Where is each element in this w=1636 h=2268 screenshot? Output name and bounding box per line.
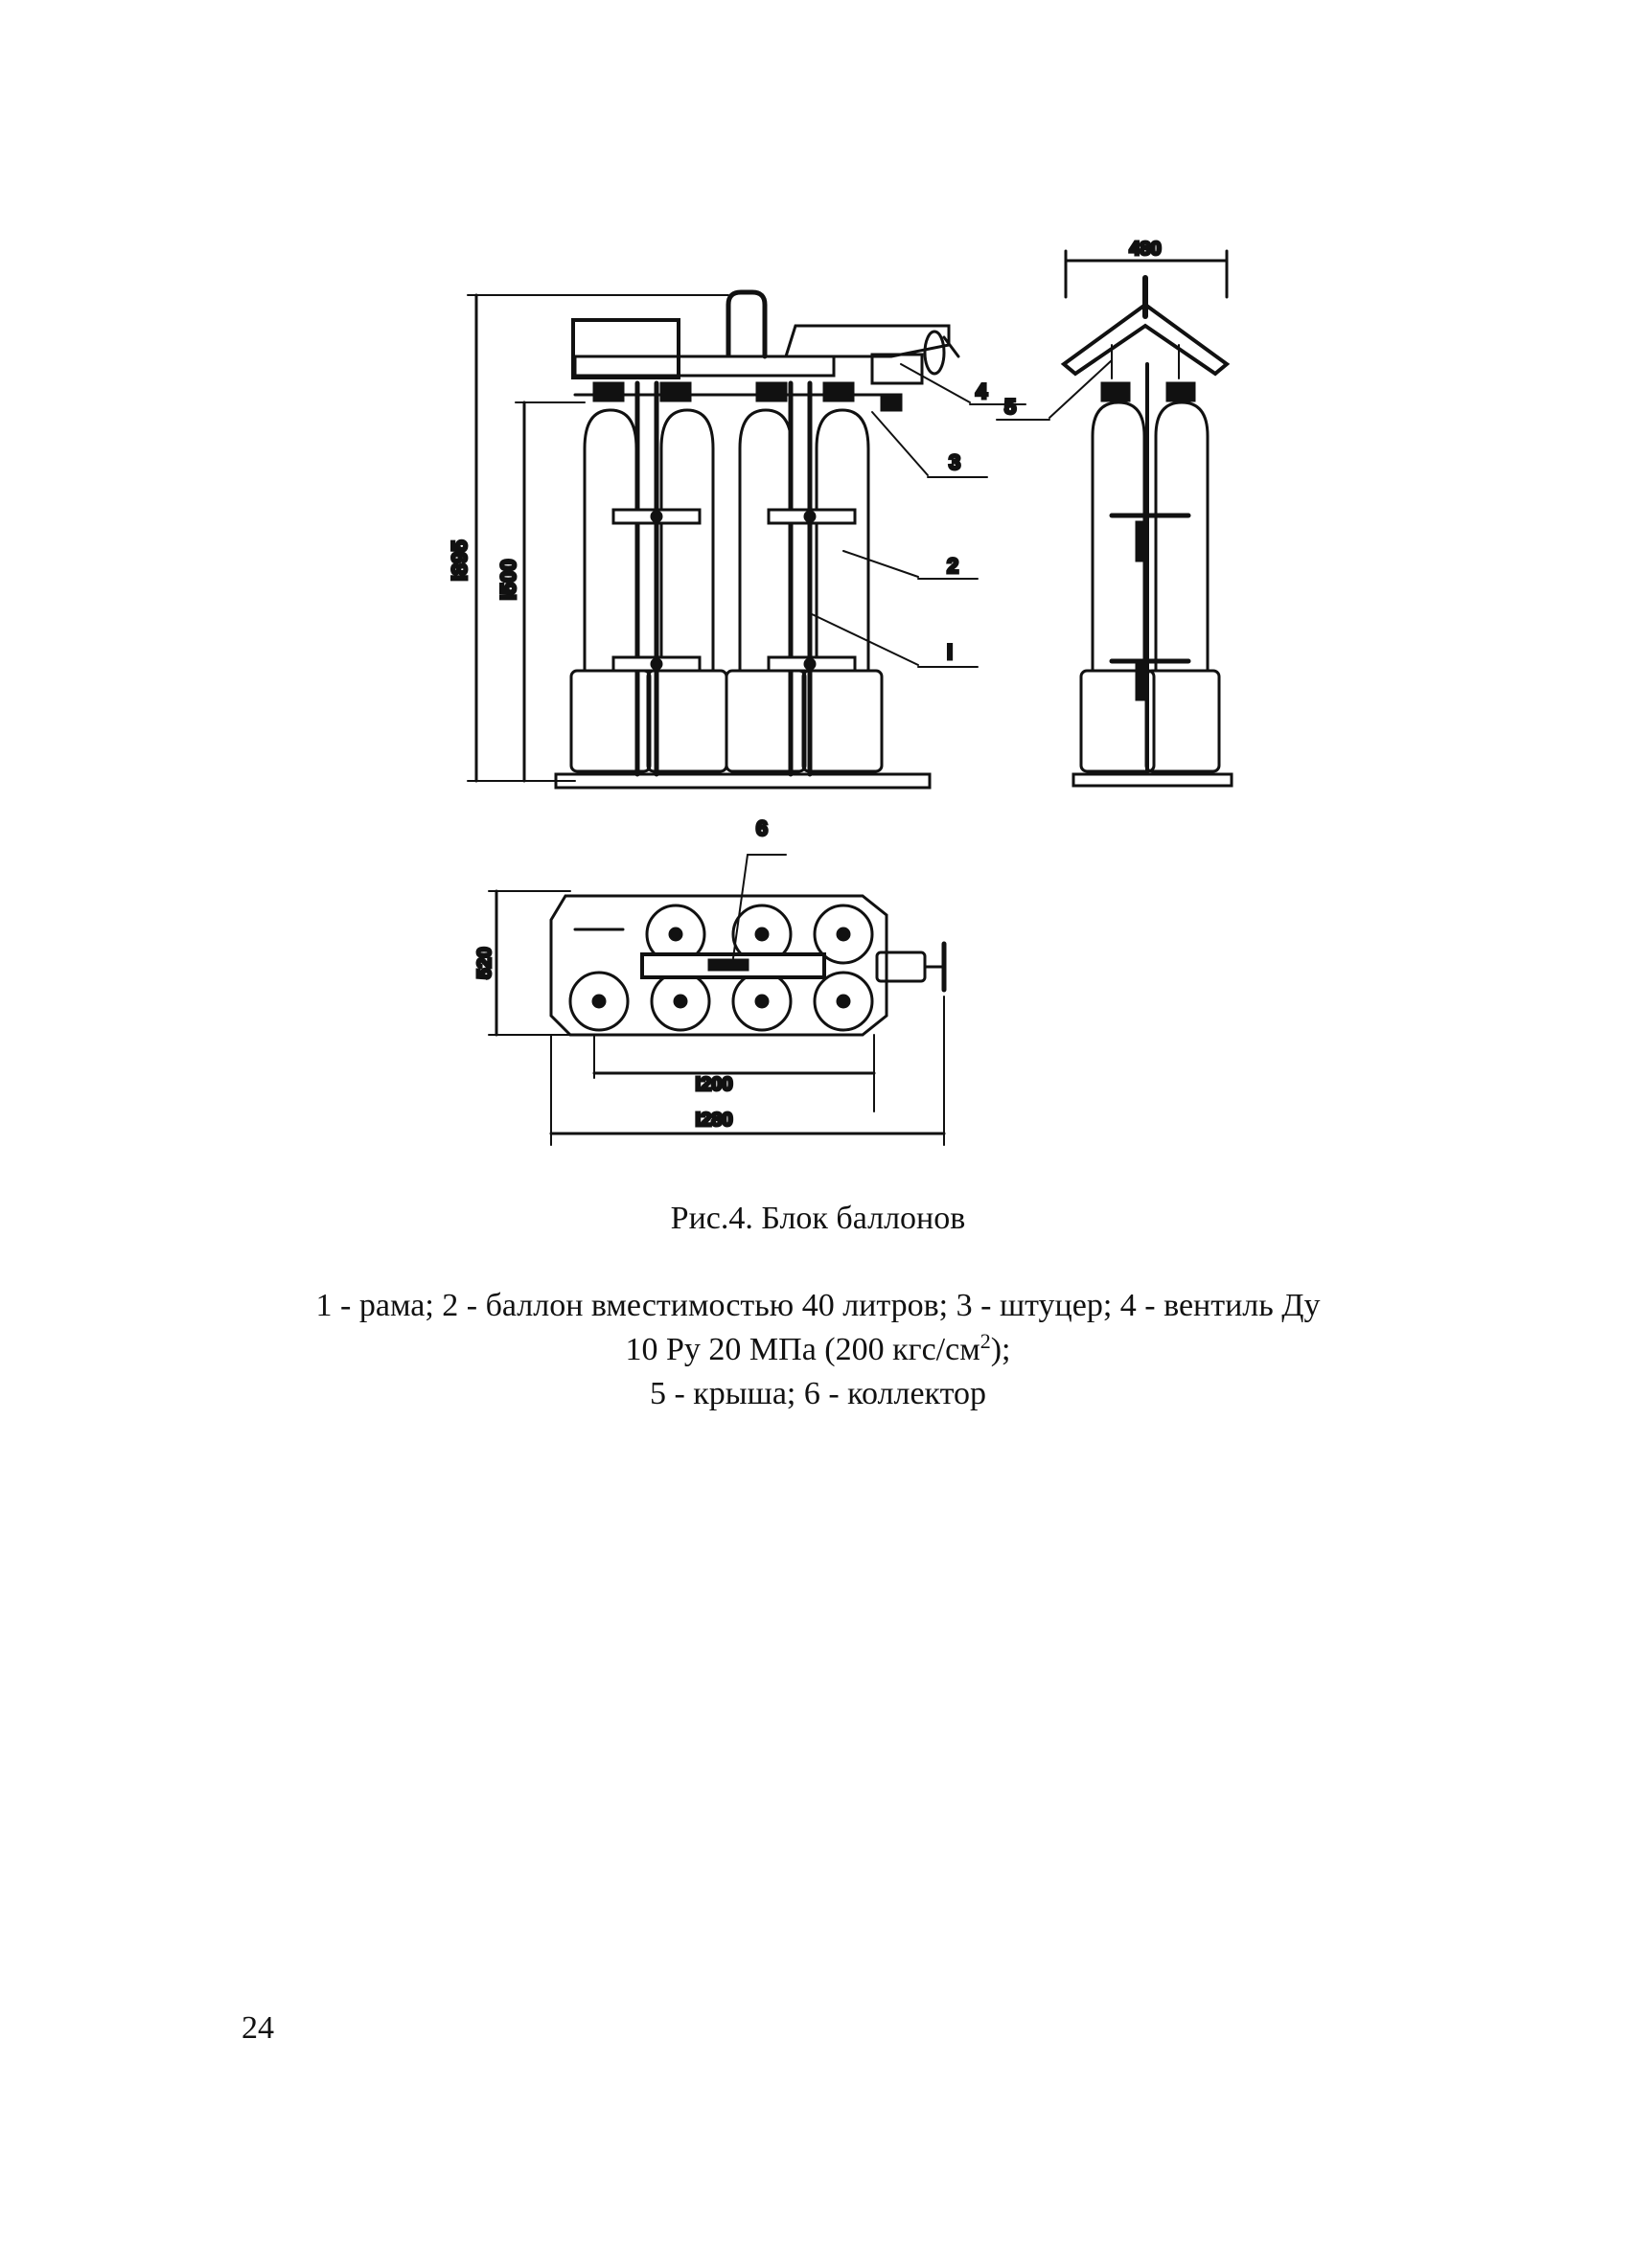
page-number: 24 [242,2010,274,2046]
callout-frame: I [947,640,953,664]
dim-side-width: 480 [1129,239,1161,260]
dim-plan-inner-length: I200 [696,1074,733,1095]
figure-legend: 1 - рама; 2 - баллон вместимостью 40 лит… [0,1284,1636,1416]
callout-valve: 4 [976,379,988,403]
plan-view [488,854,947,1146]
legend-line-3: 5 - крыша; 6 - коллектор [649,1376,987,1411]
cylinders [569,408,884,773]
dim-plan-depth: 520 [474,947,495,978]
callout-fitting: 3 [949,450,960,474]
header-manifold [573,355,836,378]
legend-line-2-end: ); [990,1332,1011,1367]
side-view [996,249,1233,788]
legend-line-1: 1 - рама; 2 - баллон вместимостью 40 лит… [315,1288,1321,1323]
callout-cylinder: 2 [947,554,958,578]
front-view [467,289,1026,790]
callout-roof: 5 [1004,395,1016,419]
dim-overall-height: I895 [448,540,472,582]
dim-plan-outer-length: I280 [696,1110,733,1131]
dim-cylinder-height: I500 [496,560,520,601]
legend-line-2-superscript: 2 [979,1329,991,1353]
legend-line-2: 10 Ру 20 МПа (200 кгс/см2); [0,1328,1636,1372]
figure-caption-title: Рис.4. Блок баллонов [670,1201,966,1236]
control-box [571,318,680,379]
callout-collector: 6 [756,816,768,840]
legend-line-2-main: 10 Ру 20 МПа (200 кгс/см [625,1332,980,1367]
